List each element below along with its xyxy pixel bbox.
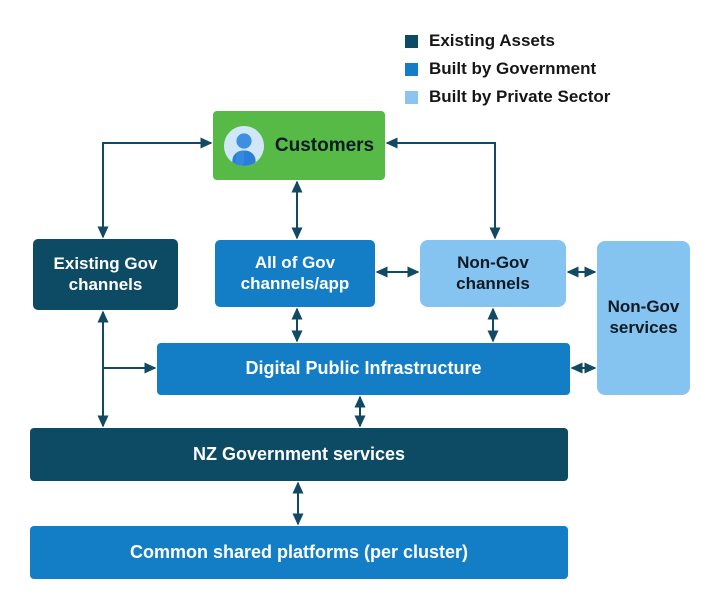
connector-customers-existing-gov	[97, 137, 213, 239]
person-avatar-icon	[223, 125, 264, 166]
node-existing-gov-channels: Existing Gov channels	[33, 239, 178, 310]
node-label: NZ Government services	[192, 443, 406, 464]
node-label: Existing Gov channels	[53, 253, 158, 294]
legend-item-built-by-government: Built by Government	[405, 55, 610, 83]
node-label: Digital Public Infrastructure	[245, 358, 482, 379]
node-label: All of Gov channels/app	[240, 252, 350, 293]
legend-swatch-built-by-government	[405, 62, 418, 76]
legend-label: Existing Assets	[429, 31, 555, 50]
legend-label: Built by Government	[429, 59, 597, 78]
node-digital-public-infrastructure: Digital Public Infrastructure	[157, 343, 570, 395]
legend-item-built-by-private-sector: Built by Private Sector	[405, 83, 610, 111]
node-label: Common shared platforms (per cluster)	[129, 541, 469, 562]
connector-customers-non-gov-channels	[385, 137, 501, 240]
node-all-of-gov-channels-app: All of Gov channels/app	[215, 240, 375, 307]
legend-swatch-existing-assets	[405, 34, 418, 48]
node-customers: Customers	[213, 111, 385, 180]
node-non-gov-services: Non-Gov services	[597, 241, 690, 395]
node-label: Non-Gov channels	[456, 252, 530, 293]
legend: Existing Assets Built by Government Buil…	[405, 27, 610, 111]
node-label: Non-Gov services	[607, 297, 680, 337]
node-nz-government-services: NZ Government services	[30, 428, 568, 481]
node-non-gov-channels: Non-Gov channels	[420, 240, 566, 307]
node-label: Customers	[274, 134, 375, 156]
legend-item-existing-assets: Existing Assets	[405, 27, 610, 55]
node-common-shared-platforms: Common shared platforms (per cluster)	[30, 526, 568, 579]
legend-label: Built by Private Sector	[429, 87, 611, 106]
legend-swatch-built-by-private-sector	[405, 90, 418, 104]
